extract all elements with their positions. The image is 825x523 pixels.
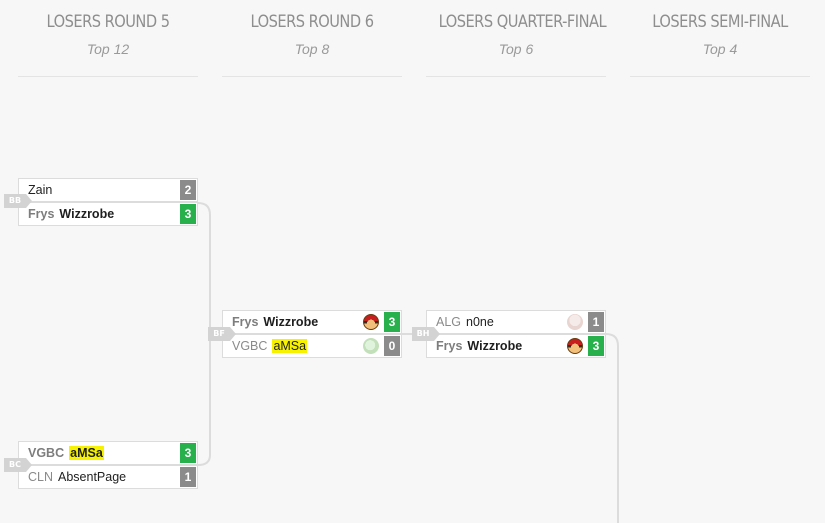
match-slot-loser[interactable]: ALG n0ne 1 bbox=[426, 310, 606, 334]
player-tag: AbsentPage bbox=[58, 470, 127, 484]
match-slot-winner[interactable]: Frys Wizzrobe 3 bbox=[18, 202, 198, 226]
player-tag: aMSa bbox=[69, 446, 104, 460]
match-slot-winner[interactable]: VGBC aMSa 3 bbox=[18, 441, 198, 465]
team-prefix: VGBC bbox=[232, 339, 268, 353]
player-tag: Wizzrobe bbox=[263, 315, 319, 329]
score-badge: 3 bbox=[180, 204, 196, 224]
match-bb[interactable]: Zain 2 Frys Wizzrobe 3 bbox=[18, 178, 198, 226]
column-divider bbox=[222, 76, 402, 77]
column-title: LOSERS ROUND 6 bbox=[250, 12, 374, 32]
captain-falcon-icon bbox=[567, 314, 583, 330]
match-slot-loser[interactable]: VGBC aMSa 0 bbox=[222, 334, 402, 358]
match-slot-loser[interactable]: Zain 2 bbox=[18, 178, 198, 202]
mario-icon bbox=[363, 314, 379, 330]
match-slot-loser[interactable]: CLN AbsentPage 1 bbox=[18, 465, 198, 489]
team-prefix: ALG bbox=[436, 315, 462, 329]
match-id-badge: BB bbox=[4, 194, 32, 208]
team-prefix: Frys bbox=[232, 315, 259, 329]
score-badge: 3 bbox=[384, 312, 400, 332]
column-title: LOSERS ROUND 5 bbox=[46, 12, 170, 32]
score-badge: 1 bbox=[180, 467, 196, 487]
player-tag: Wizzrobe bbox=[467, 339, 523, 353]
mario-icon bbox=[567, 338, 583, 354]
column-divider bbox=[18, 76, 198, 77]
player-tag: aMSa bbox=[272, 339, 308, 353]
connector-bh-out bbox=[605, 333, 619, 523]
match-slot-winner[interactable]: Frys Wizzrobe 3 bbox=[426, 334, 606, 358]
team-prefix: Frys bbox=[28, 207, 55, 221]
match-id-badge: BF bbox=[208, 327, 236, 341]
team-prefix: CLN bbox=[28, 470, 54, 484]
match-bh[interactable]: ALG n0ne 1 Frys Wizzrobe 3 bbox=[426, 310, 606, 358]
player-tag: n0ne bbox=[466, 315, 494, 329]
team-prefix: Frys bbox=[436, 339, 463, 353]
team-prefix: VGBC bbox=[28, 446, 65, 460]
player-tag: Wizzrobe bbox=[59, 207, 115, 221]
match-id-badge: BC bbox=[4, 458, 32, 472]
yoshi-icon bbox=[363, 338, 379, 354]
match-bf[interactable]: Frys Wizzrobe 3 VGBC aMSa 0 bbox=[222, 310, 402, 358]
score-badge: 3 bbox=[180, 443, 196, 463]
column-subtitle: Top 12 bbox=[86, 41, 130, 57]
column-subtitle: Top 6 bbox=[498, 41, 534, 57]
column-divider bbox=[426, 76, 606, 77]
column-subtitle: Top 8 bbox=[294, 41, 330, 57]
score-badge: 1 bbox=[588, 312, 604, 332]
column-title: LOSERS SEMI-FINAL bbox=[652, 12, 788, 32]
player-tag: Zain bbox=[28, 183, 53, 197]
column-subtitle: Top 4 bbox=[702, 41, 738, 57]
score-badge: 3 bbox=[588, 336, 604, 356]
score-badge: 0 bbox=[384, 336, 400, 356]
column-title: LOSERS QUARTER-FINAL bbox=[438, 12, 607, 32]
column-divider bbox=[630, 76, 810, 77]
score-badge: 2 bbox=[180, 180, 196, 200]
match-bc[interactable]: VGBC aMSa 3 CLN AbsentPage 1 bbox=[18, 441, 198, 489]
match-slot-winner[interactable]: Frys Wizzrobe 3 bbox=[222, 310, 402, 334]
match-id-badge: BH bbox=[412, 327, 440, 341]
